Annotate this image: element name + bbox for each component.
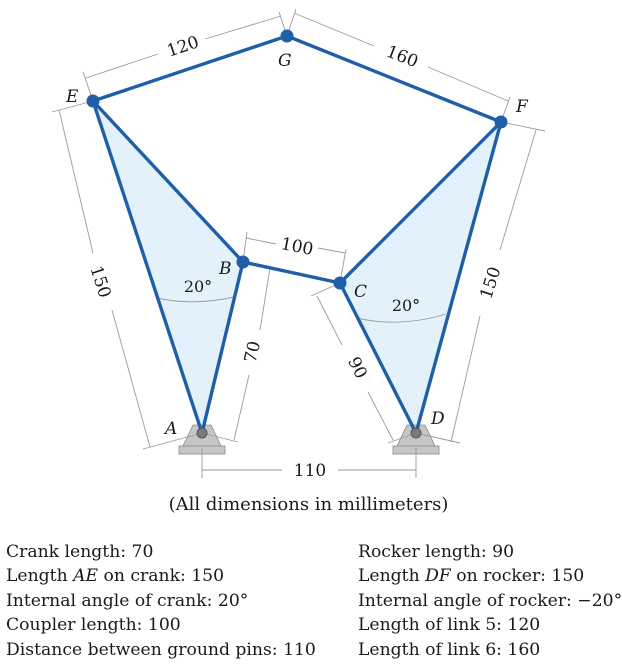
link-eg	[91, 34, 289, 103]
param-rocker-length: Rocker length: 90	[358, 542, 515, 562]
param-link5-length: Length of link 5: 120	[358, 615, 541, 636]
dim-df-label: 150	[476, 264, 505, 301]
param-ground-distance: Distance between ground pins: 110	[6, 639, 316, 660]
rocker-triangle	[340, 122, 501, 433]
joint-c	[333, 276, 347, 290]
param-coupler-length: Coupler length: 100	[6, 615, 181, 636]
param-crank-angle: Internal angle of crank: 20°	[6, 590, 249, 611]
label-f: F	[515, 97, 529, 117]
joint-g	[280, 29, 294, 43]
rocker-angle-arc	[356, 313, 447, 323]
label-b: B	[218, 259, 232, 279]
label-a: A	[163, 419, 177, 439]
link-gf	[285, 34, 503, 124]
param-length-df: Length DF on rocker: 150	[358, 566, 585, 587]
dim-df	[415, 121, 546, 444]
dim-bc-label: 100	[279, 234, 315, 260]
param-length-ae: Length AE on crank: 150	[6, 566, 225, 587]
param-link6-length: Length of link 6: 160	[358, 639, 541, 660]
label-g: G	[278, 51, 292, 71]
ground-pin-a	[196, 427, 208, 439]
dim-ae-label: 150	[85, 263, 114, 300]
dim-eg-label: 120	[164, 32, 201, 61]
parameter-column-left: Crank length: 70 Length AE on crank: 150…	[6, 540, 316, 662]
dim-ad	[201, 448, 417, 478]
joint-f	[494, 115, 508, 129]
link-ae	[91, 99, 204, 435]
crank-triangle	[93, 101, 243, 433]
link-cd	[338, 281, 418, 435]
label-d: D	[430, 409, 445, 429]
rocker-angle-label: 20°	[392, 296, 420, 315]
link-fc	[338, 120, 503, 285]
ground-pin-d	[410, 427, 422, 439]
parameter-column-right: Rocker length: 90 Length DF on rocker: 1…	[358, 540, 622, 662]
link-fd	[414, 120, 503, 435]
param-crank-length: Crank length: 70	[6, 542, 154, 562]
joint-e	[86, 94, 100, 108]
dim-cd-label: 90	[343, 354, 371, 382]
joint-b	[236, 255, 250, 269]
linkage-diagram: 120 160 150 150 100 70	[51, 8, 546, 481]
crank-angle-label: 20°	[184, 277, 212, 296]
label-e: E	[65, 87, 79, 107]
link-ab	[200, 260, 245, 435]
param-rocker-angle: Internal angle of rocker: −20°	[358, 590, 622, 611]
figure-caption: (All dimensions in millimeters)	[168, 494, 449, 515]
dim-gf-label: 160	[383, 42, 421, 73]
dim-ab-label: 70	[241, 339, 265, 365]
dim-ad-label: 110	[294, 461, 326, 481]
label-c: C	[354, 282, 367, 302]
crank-angle-arc	[156, 296, 235, 303]
links	[91, 34, 503, 435]
dim-ae	[51, 100, 203, 450]
link-bc	[241, 260, 342, 285]
link-eb	[91, 99, 245, 264]
